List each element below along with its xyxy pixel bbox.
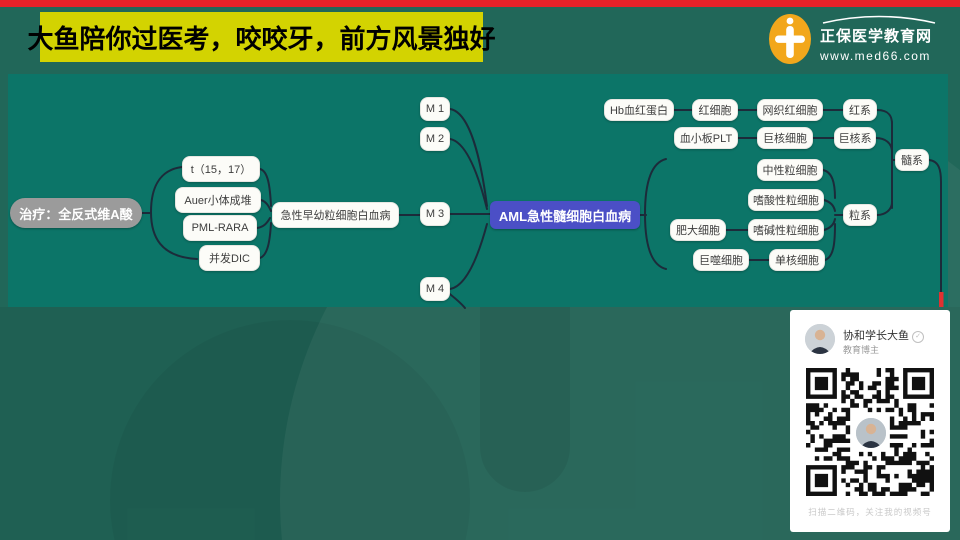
node-reticulocyte: 网织红细胞 bbox=[757, 99, 823, 121]
node-treatment: 治疗：全反式维A酸 bbox=[10, 198, 142, 228]
node-auer-rods: Auer小体成堆 bbox=[175, 187, 261, 213]
node-m3: M 3 bbox=[420, 202, 450, 226]
node-aml: AML急性髓细胞白血病 bbox=[490, 201, 640, 229]
profile-name: 协和学长大鱼✓ bbox=[843, 327, 924, 343]
node-platelet: 血小板PLT bbox=[674, 127, 738, 149]
node-m4: M 4 bbox=[420, 277, 450, 301]
brand-url: www.med66.com bbox=[820, 49, 931, 63]
node-myeloid: 髓系 bbox=[895, 149, 929, 171]
node-eosinophil: 嗜酸性粒细胞 bbox=[748, 189, 824, 211]
node-m2: M 2 bbox=[420, 127, 450, 151]
brand-cross-icon bbox=[769, 14, 811, 64]
profile-role: 教育博主 bbox=[843, 345, 880, 355]
node-monocyte: 单核细胞 bbox=[769, 249, 825, 271]
node-mast-cell: 肥大细胞 bbox=[670, 219, 726, 241]
watermark-bar bbox=[480, 307, 570, 492]
node-neutrophil: 中性粒细胞 bbox=[757, 159, 823, 181]
node-basophil: 嗜碱性粒细胞 bbox=[748, 219, 824, 241]
node-megakaryocytic: 巨核系 bbox=[834, 127, 876, 149]
node-dic: 并发DIC bbox=[199, 245, 260, 271]
verified-icon: ✓ bbox=[912, 331, 924, 343]
node-granulocytic: 粒系 bbox=[843, 204, 877, 226]
node-pml-rara: PML-RARA bbox=[183, 215, 257, 241]
avatar bbox=[805, 324, 835, 354]
node-rbc: 红细胞 bbox=[692, 99, 738, 121]
node-hemoglobin: Hb血红蛋白 bbox=[604, 99, 674, 121]
qr-code bbox=[806, 368, 934, 496]
follow-card: 协和学长大鱼✓ 教育博主 扫描二维码，关注我的视频号 bbox=[790, 310, 950, 532]
banner-text: 大鱼陪你过医考，咬咬牙，前方风景独好 bbox=[28, 12, 496, 62]
brand-name: 正保医学教育网 bbox=[820, 28, 933, 45]
node-m1: M 1 bbox=[420, 97, 450, 121]
brand-arc bbox=[822, 15, 936, 24]
qr-center-avatar bbox=[853, 415, 889, 451]
node-erythroid: 红系 bbox=[843, 99, 877, 121]
qr-caption: 扫描二维码，关注我的视频号 bbox=[808, 507, 932, 517]
node-megakaryocyte: 巨核细胞 bbox=[757, 127, 813, 149]
node-apl: 急性早幼粒细胞白血病 bbox=[272, 202, 399, 228]
node-t-15-17: t（15，17） bbox=[182, 156, 260, 182]
top-red-strip bbox=[0, 0, 960, 7]
node-macrophage: 巨噬细胞 bbox=[693, 249, 749, 271]
brand-logo: 正保医学教育网 www.med66.com bbox=[768, 10, 956, 68]
